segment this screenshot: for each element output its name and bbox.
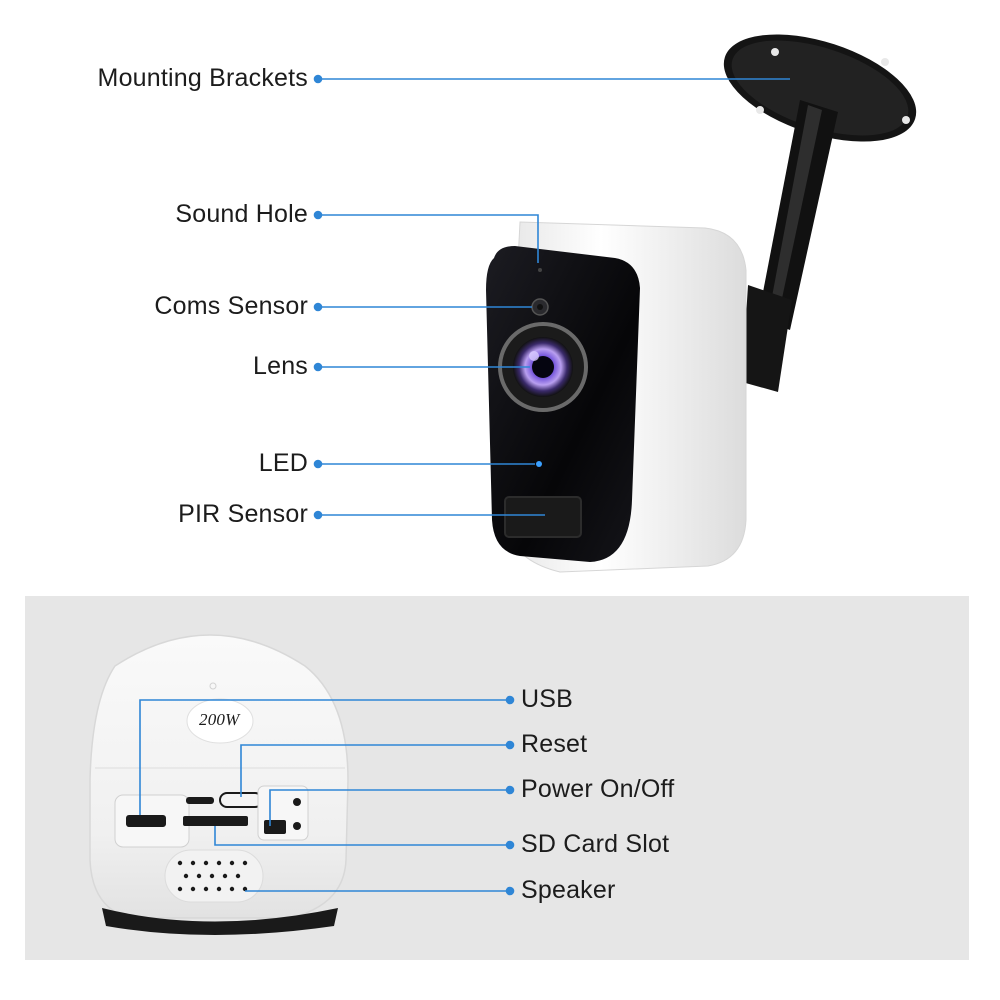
usb-port [126, 815, 166, 827]
led [536, 461, 542, 467]
top-callouts [313, 74, 790, 520]
sound-hole [538, 268, 542, 272]
camera-front-view [486, 221, 747, 573]
power-switch [264, 820, 286, 834]
label-coms-sensor: Coms Sensor [154, 292, 308, 320]
battery-label [186, 698, 254, 744]
label-pir-sensor: PIR Sensor [178, 500, 308, 528]
label-lens: Lens [252, 352, 308, 380]
label-mounting-brackets: Mounting Brackets [97, 64, 308, 92]
label-sound-hole: Sound Hole [175, 200, 308, 228]
camera-back-view [89, 634, 349, 935]
battery-marking: 200W [199, 710, 240, 729]
bottom-callouts [139, 695, 515, 896]
label-led: LED [258, 449, 308, 477]
label-speaker: Speaker [521, 876, 616, 904]
bracket-joint [742, 285, 792, 392]
sd-card-slot [183, 816, 248, 826]
label-reset: Reset [521, 730, 588, 758]
bracket-screw-hole [771, 48, 779, 56]
label-usb: USB [521, 685, 574, 713]
reset-button-slot [186, 797, 214, 804]
pir-sensor [504, 496, 582, 538]
label-sd-card-slot: SD Card Slot [521, 830, 670, 858]
label-power: Power On/Off [521, 775, 675, 803]
speaker-holes [177, 860, 248, 892]
camera-back-base [102, 908, 338, 935]
mounting-bracket [723, 34, 917, 392]
